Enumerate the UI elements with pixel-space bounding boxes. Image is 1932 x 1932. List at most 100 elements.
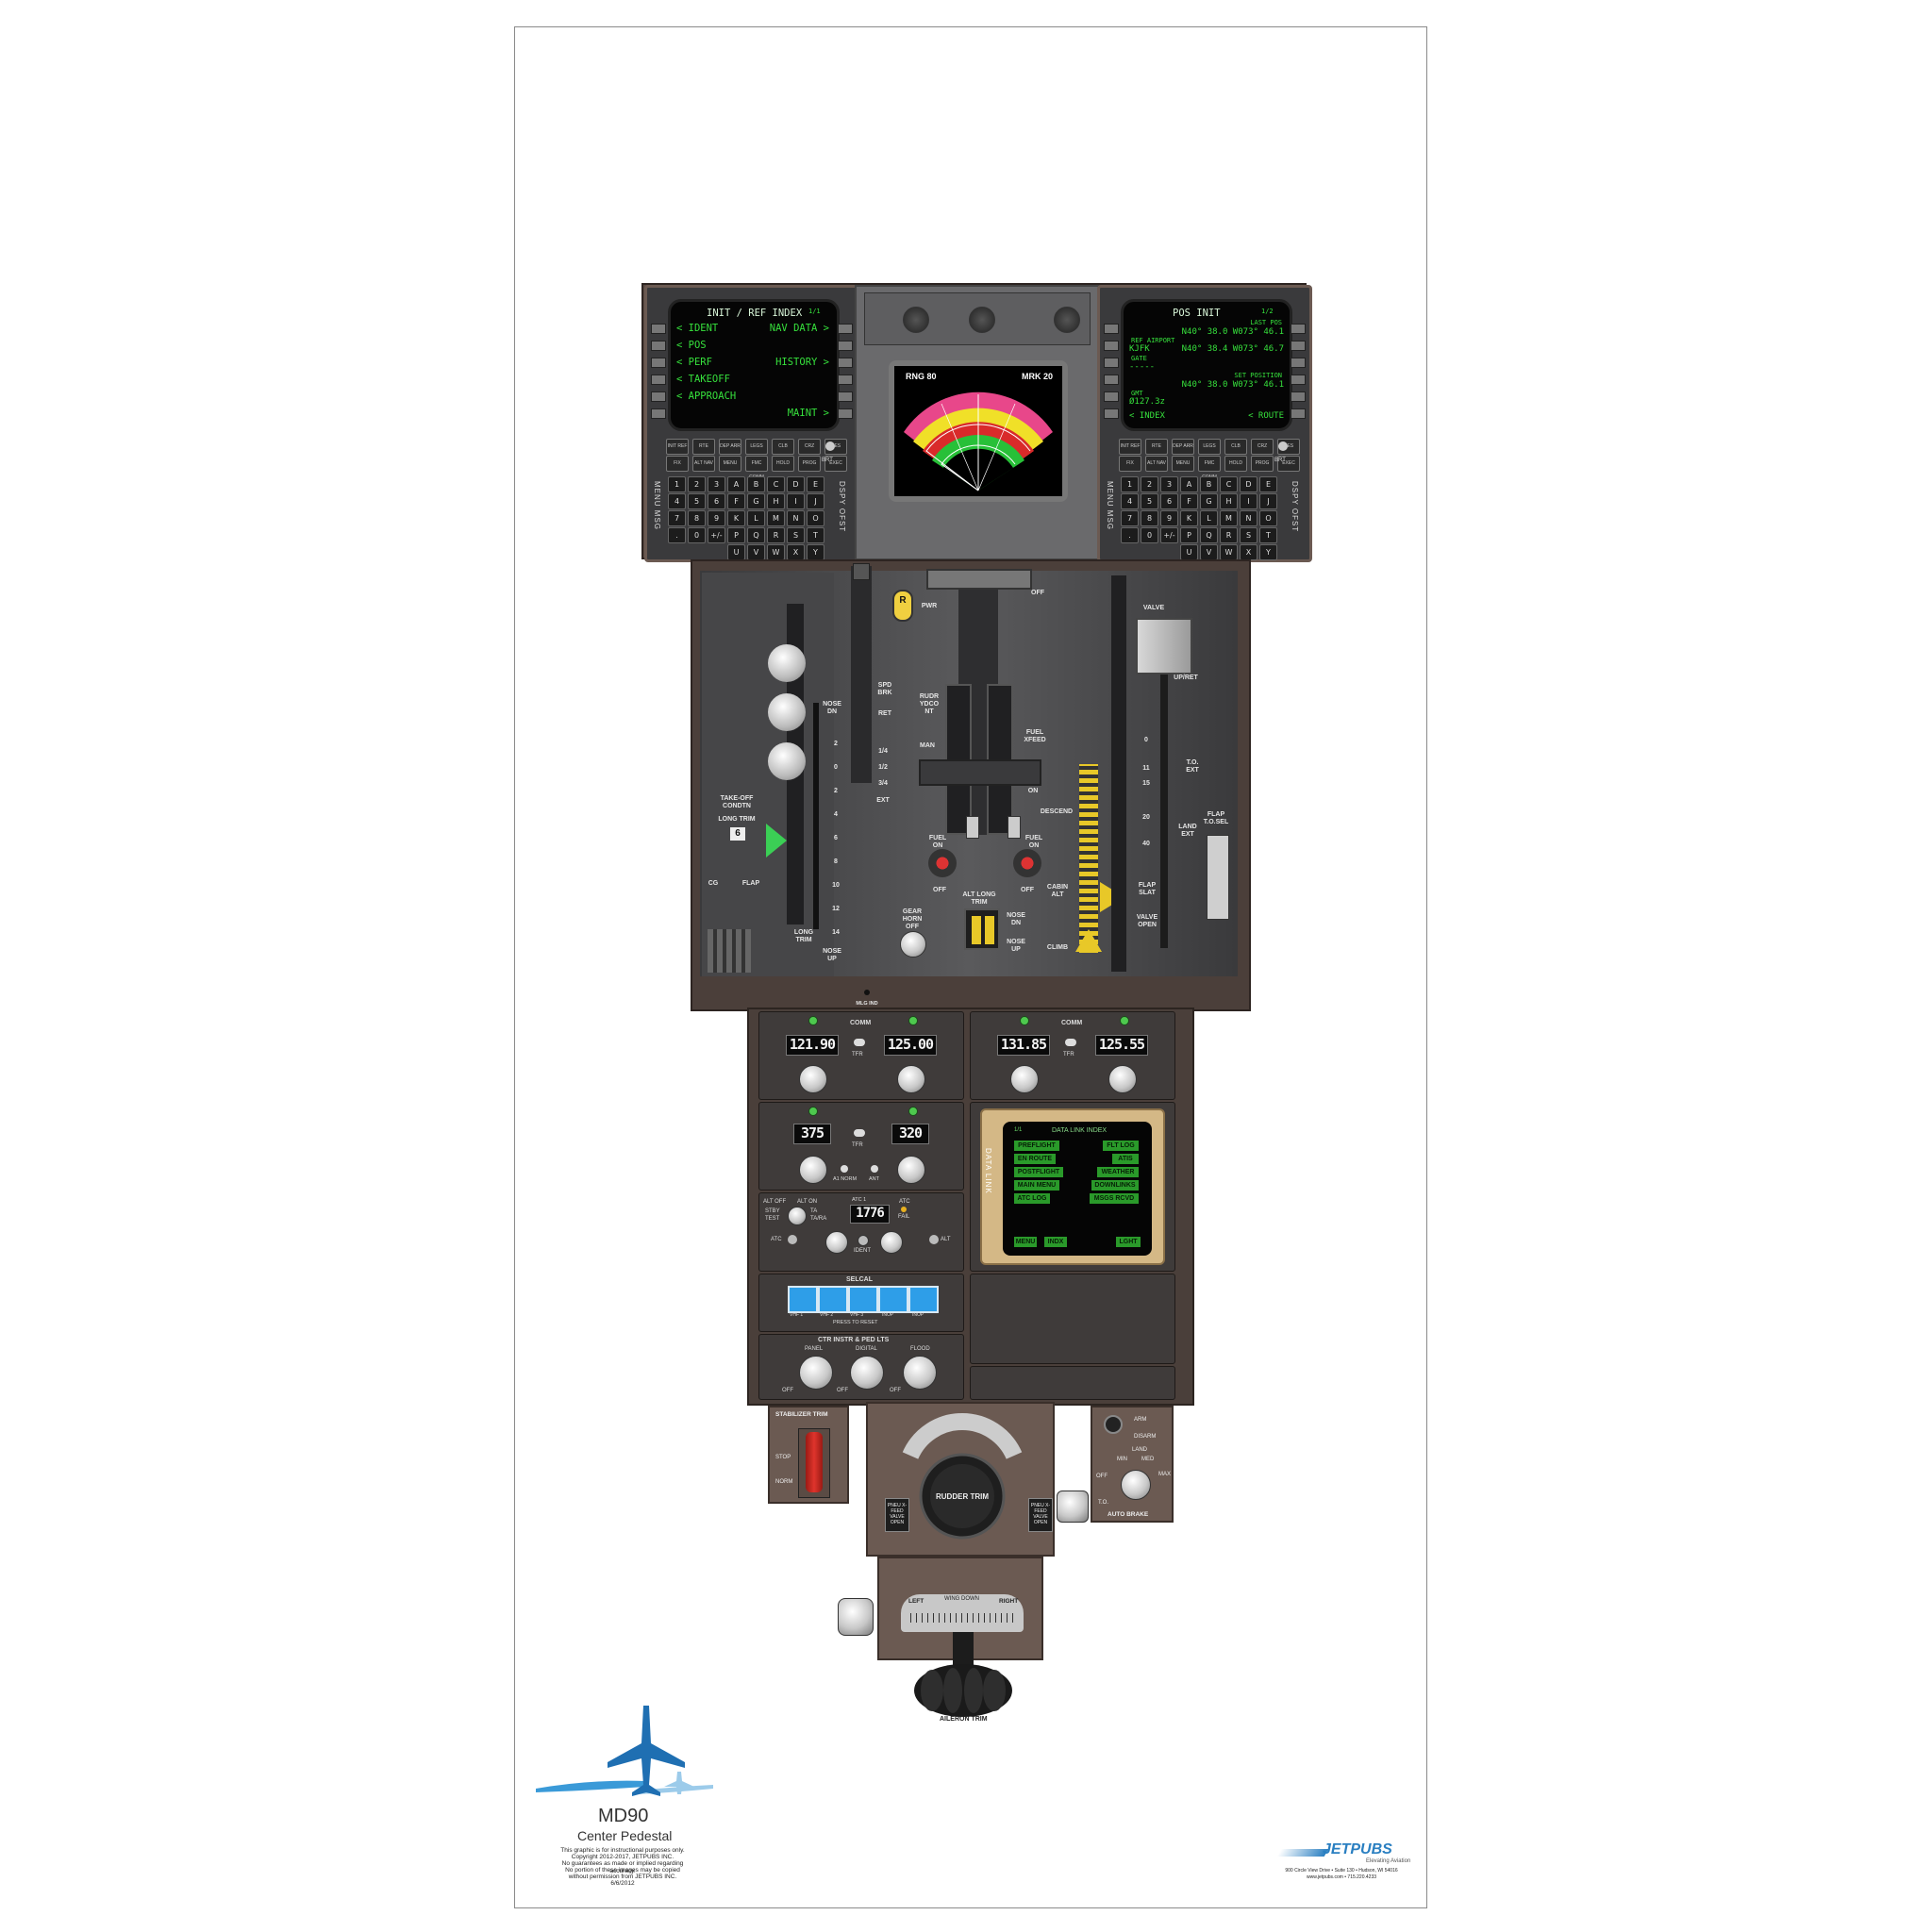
cdu-key[interactable]: G bbox=[1200, 493, 1218, 509]
cdu-key[interactable]: H bbox=[767, 493, 785, 509]
cdu-key[interactable]: A bbox=[1180, 476, 1198, 492]
trim-handle-2[interactable] bbox=[768, 693, 806, 731]
datalink-postflight-button[interactable]: POSTFLIGHT bbox=[1014, 1167, 1063, 1177]
cdu-key[interactable]: P bbox=[727, 527, 745, 543]
cdu-key[interactable]: V bbox=[1200, 544, 1218, 560]
datalink-preflight-button[interactable]: PREFLIGHT bbox=[1014, 1141, 1059, 1151]
cdu-key[interactable]: MENU bbox=[1172, 456, 1194, 472]
rudder-trim-knob[interactable] bbox=[947, 1481, 977, 1511]
cdu-key[interactable]: +/- bbox=[1160, 527, 1178, 543]
adf-tfr-switch[interactable] bbox=[854, 1129, 865, 1137]
cdu-key[interactable]: N bbox=[1240, 510, 1257, 526]
lsk-2l[interactable] bbox=[651, 341, 666, 351]
cdu-key[interactable]: 3 bbox=[708, 476, 725, 492]
datalink-atclog-button[interactable]: ATC LOG bbox=[1014, 1193, 1050, 1204]
cdu-key[interactable]: FIX bbox=[666, 456, 689, 472]
lsk-3r[interactable] bbox=[838, 358, 853, 368]
selcal-vhf3-button[interactable] bbox=[848, 1286, 878, 1313]
cdu-key[interactable]: 5 bbox=[1141, 493, 1158, 509]
cdu-key[interactable]: 4 bbox=[1121, 493, 1139, 509]
cdu-key[interactable]: 7 bbox=[1121, 510, 1139, 526]
lsk-5l[interactable] bbox=[1104, 391, 1119, 402]
cdu-key[interactable]: 9 bbox=[708, 510, 725, 526]
aileron-trim-knob[interactable] bbox=[911, 1632, 1015, 1723]
cdu-key[interactable]: B bbox=[747, 476, 765, 492]
lsk-5l[interactable] bbox=[651, 391, 666, 402]
cdu-key[interactable]: F bbox=[727, 493, 745, 509]
lsk-4r[interactable] bbox=[838, 375, 853, 385]
cdu-key[interactable]: L bbox=[1200, 510, 1218, 526]
cdu-key[interactable]: X bbox=[787, 544, 805, 560]
radar-gain-knob[interactable] bbox=[903, 307, 929, 333]
stab-trim-cutout-switch[interactable] bbox=[806, 1432, 823, 1492]
cdu-key[interactable]: PROG bbox=[1251, 456, 1274, 472]
atc-mode-knob[interactable] bbox=[788, 1207, 807, 1225]
cdu-key[interactable]: MENU bbox=[719, 456, 741, 472]
cdu-key[interactable]: V bbox=[747, 544, 765, 560]
cdu-key[interactable]: RTE bbox=[1145, 439, 1168, 455]
cdu-key[interactable]: 1 bbox=[1121, 476, 1139, 492]
gear-horn-button[interactable] bbox=[900, 931, 926, 958]
cdu-key[interactable]: HOLD bbox=[1224, 456, 1247, 472]
cdu-key[interactable]: P bbox=[1180, 527, 1198, 543]
comm-1-tfr-switch[interactable] bbox=[854, 1039, 865, 1046]
cdu-key[interactable]: 0 bbox=[1141, 527, 1158, 543]
flap-lever-handle[interactable] bbox=[1136, 618, 1192, 675]
fuel-lever-right[interactable] bbox=[1008, 816, 1021, 839]
cdu-key[interactable]: LEGS bbox=[1198, 439, 1221, 455]
lsk-5r[interactable] bbox=[838, 391, 853, 402]
cdu-key[interactable]: 7 bbox=[668, 510, 686, 526]
cdu-key[interactable]: PROG bbox=[798, 456, 821, 472]
cdu-key[interactable]: I bbox=[787, 493, 805, 509]
selcal-inop-button[interactable] bbox=[878, 1286, 908, 1313]
datalink-mainmenu-button[interactable]: MAIN MENU bbox=[1014, 1180, 1059, 1191]
atc-ident-button[interactable] bbox=[858, 1235, 869, 1246]
cdu-key[interactable]: 6 bbox=[1160, 493, 1178, 509]
cdu-key[interactable]: L bbox=[747, 510, 765, 526]
cdu-key[interactable]: EXEC bbox=[1277, 456, 1300, 472]
datalink-msgs-button[interactable]: MSGS RCVD bbox=[1090, 1193, 1139, 1204]
cdu-key[interactable]: Q bbox=[1200, 527, 1218, 543]
cdu-key[interactable]: M bbox=[1220, 510, 1238, 526]
cdu-key[interactable]: Y bbox=[1259, 544, 1277, 560]
lsk-1r[interactable] bbox=[838, 324, 853, 334]
cdu-key[interactable]: HOLD bbox=[772, 456, 794, 472]
cdu-key[interactable]: T bbox=[807, 527, 824, 543]
flap-to-sel-wheel[interactable] bbox=[1207, 835, 1229, 920]
comm-2-standby-knob[interactable] bbox=[1108, 1065, 1137, 1093]
cdu-key[interactable]: R bbox=[767, 527, 785, 543]
lsk-3l[interactable] bbox=[651, 358, 666, 368]
cdu-key[interactable]: 1 bbox=[668, 476, 686, 492]
cdu-key[interactable]: S bbox=[787, 527, 805, 543]
atc-right-code-knob[interactable] bbox=[880, 1231, 903, 1254]
cdu-key[interactable]: 6 bbox=[708, 493, 725, 509]
adf-standby-knob[interactable] bbox=[897, 1156, 925, 1184]
cdu-key[interactable]: DEP ARR bbox=[1172, 439, 1194, 455]
cdu-key[interactable]: G bbox=[747, 493, 765, 509]
cdu-key[interactable]: 5 bbox=[688, 493, 706, 509]
datalink-weather-button[interactable]: WEATHER bbox=[1097, 1167, 1139, 1177]
selcal-vhf2-button[interactable] bbox=[818, 1286, 848, 1313]
cdu-key[interactable]: H bbox=[1220, 493, 1238, 509]
comm-2-tfr-switch[interactable] bbox=[1065, 1039, 1076, 1046]
adf-ant-switch[interactable] bbox=[871, 1165, 878, 1173]
cdu-key[interactable]: A bbox=[727, 476, 745, 492]
lsk-5r[interactable] bbox=[1291, 391, 1306, 402]
adf-mode-switch[interactable] bbox=[841, 1165, 848, 1173]
cdu-key[interactable]: C bbox=[1220, 476, 1238, 492]
rudder-trim-side-button[interactable] bbox=[1057, 1491, 1089, 1523]
cdu-key[interactable]: 4 bbox=[668, 493, 686, 509]
cdu-key[interactable]: F bbox=[1180, 493, 1198, 509]
cdu-key[interactable]: Q bbox=[747, 527, 765, 543]
lsk-2r[interactable] bbox=[838, 341, 853, 351]
cdu-key[interactable]: LEGS bbox=[745, 439, 768, 455]
cdu-key[interactable]: FIX bbox=[1119, 456, 1141, 472]
cdu-key[interactable]: M bbox=[767, 510, 785, 526]
cdu-key[interactable]: 8 bbox=[1141, 510, 1158, 526]
cdu-key[interactable]: FMC COMM bbox=[745, 456, 768, 480]
selcal-vhf1-button[interactable] bbox=[788, 1286, 818, 1313]
atc-left-code-knob[interactable] bbox=[825, 1231, 848, 1254]
cg-flap-selector[interactable] bbox=[708, 929, 751, 973]
comm-1-active-knob[interactable] bbox=[799, 1065, 827, 1093]
autobrake-selector-knob[interactable] bbox=[1121, 1470, 1151, 1500]
